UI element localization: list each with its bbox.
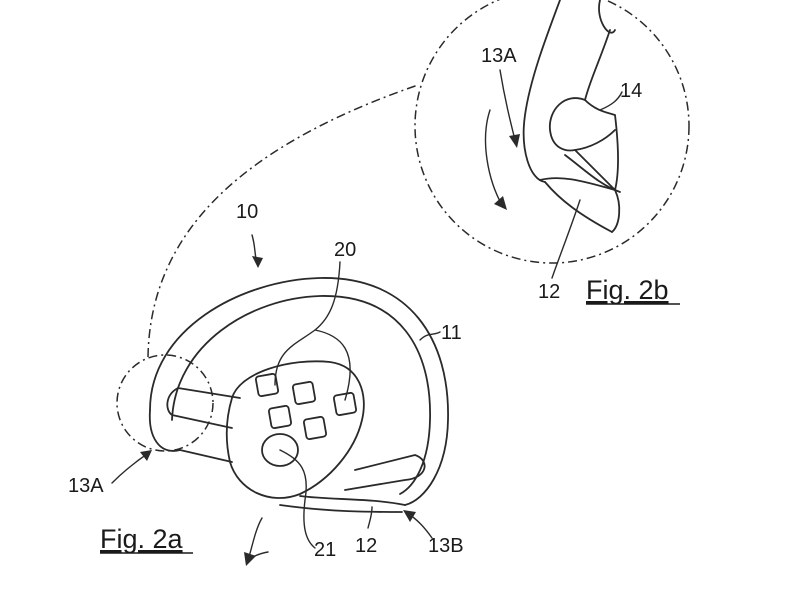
detail-spoke-body [544, 149, 621, 233]
control-wires [274, 261, 351, 401]
arrow-13a-head [140, 450, 152, 461]
lower-spoke [279, 495, 406, 513]
left-spoke-lower [179, 449, 233, 463]
detail-leader-14 [599, 91, 623, 111]
hub-button-5 [302, 415, 328, 441]
arrow-13b-head [403, 510, 416, 522]
label-20: 20 [334, 239, 356, 261]
label-13b: 13B [428, 535, 464, 557]
detail-rotation-arrow [484, 109, 503, 206]
label-14: 14 [620, 80, 642, 102]
hub-button-4 [267, 404, 293, 430]
enlarged-detail [414, 0, 690, 279]
enlarged-detail-circle [414, 0, 690, 264]
label-12: 12 [355, 535, 377, 557]
label-10: 10 [236, 201, 258, 223]
rim-inner-edge [171, 295, 431, 495]
leader-12 [367, 506, 373, 529]
figure-label-2b: Fig. 2b [586, 275, 669, 305]
label-11: 11 [441, 322, 462, 344]
detail-arrow-13a-head [509, 134, 520, 148]
steering-wheel [148, 261, 449, 549]
detail-rim-inner [598, 0, 616, 34]
figure-label-2a: Fig. 2a [100, 524, 184, 554]
detail-sensor-bump [549, 97, 616, 152]
leader-21 [279, 449, 316, 549]
leader-11 [419, 331, 441, 341]
left-spoke [166, 387, 241, 429]
label-21: 21 [314, 539, 336, 561]
label-13a: 13A [68, 475, 104, 497]
label-12-detail: 12 [538, 281, 560, 303]
detail-spoke-top [539, 177, 616, 191]
arrow-10-head [252, 256, 263, 268]
detail-arrow-13a [499, 69, 516, 141]
detail-zone-13a [116, 354, 214, 452]
label-13a-detail: 13A [481, 45, 517, 67]
detail-rotation-arrow-head [494, 196, 507, 210]
rotation-arrow-bottom-tail [247, 551, 269, 561]
detail-leader-12 [551, 199, 581, 279]
hub [225, 360, 365, 499]
detail-connector [147, 84, 419, 358]
hub-button-2 [291, 380, 317, 406]
hub-button-1 [254, 372, 280, 398]
detail-spoke-end [611, 189, 621, 233]
right-spoke [344, 454, 426, 491]
detail-rim-outer [522, 0, 561, 183]
hub-button-3 [332, 391, 358, 417]
rim-outer-edge [149, 277, 449, 506]
